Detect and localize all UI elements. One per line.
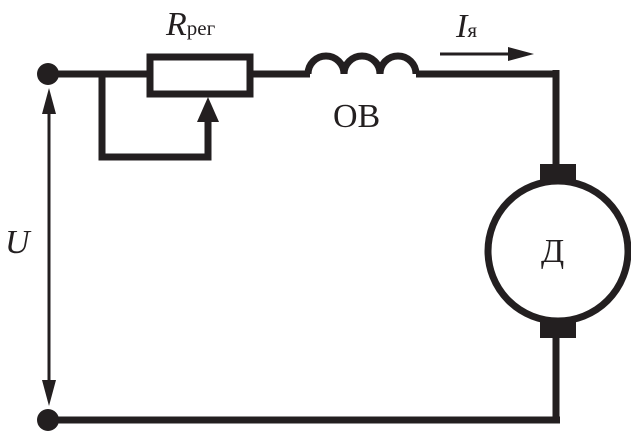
motor-brush-top bbox=[540, 164, 576, 184]
resistor-label: Rрег bbox=[166, 8, 215, 42]
terminal-top bbox=[37, 63, 59, 85]
field-winding-label: ОВ bbox=[333, 98, 381, 135]
voltage-label: U bbox=[5, 224, 30, 261]
terminal-bottom bbox=[37, 409, 59, 431]
armature-current-subscript: я bbox=[467, 18, 477, 42]
resistor-subscript: рег bbox=[186, 16, 216, 40]
armature-current-arrow bbox=[440, 47, 534, 61]
rheostat-slider-arrow bbox=[197, 97, 219, 122]
resistor-symbol: R bbox=[166, 6, 187, 43]
rheostat-bypass bbox=[98, 74, 212, 161]
resistor-body bbox=[146, 53, 254, 98]
armature-current-label: Iя bbox=[456, 10, 477, 44]
motor-label: Д bbox=[541, 233, 565, 270]
armature-current-symbol: I bbox=[456, 8, 468, 45]
field-winding-coil bbox=[304, 52, 420, 75]
voltage-arrow bbox=[42, 88, 56, 406]
motor-brush-bottom bbox=[540, 318, 576, 338]
